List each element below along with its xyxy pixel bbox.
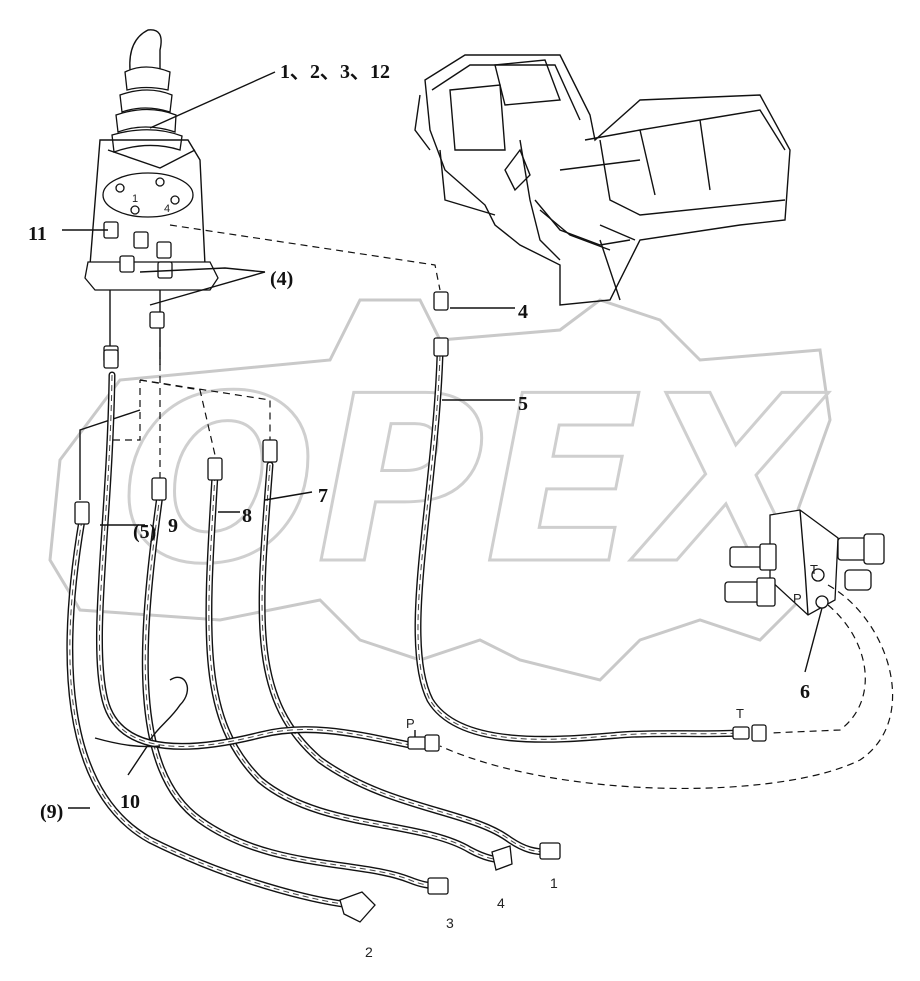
- hose-5: [414, 351, 744, 743]
- callout-11: 11: [28, 223, 47, 245]
- watermark-text: OPEX: [121, 348, 829, 615]
- shuttle-valve-block: T P: [724, 509, 885, 673]
- callout-4-paren: (4): [270, 268, 293, 290]
- callout-8: 8: [242, 505, 252, 527]
- hose-9: [141, 491, 444, 890]
- hose-7: [258, 461, 552, 856]
- hose-9-paren: [66, 516, 354, 909]
- port-1-label: 1: [132, 193, 138, 205]
- excavator-illustration: [414, 54, 791, 306]
- hose-5-paren: [95, 371, 414, 750]
- hose-port-t: T: [736, 706, 744, 721]
- hose-port-p: P: [406, 716, 415, 731]
- callout-9: 9: [168, 515, 178, 537]
- valve-port-p: P: [793, 591, 802, 606]
- hose-clamp: [94, 676, 189, 776]
- hose-end-4: 4: [497, 895, 505, 911]
- callout-1-2-3-12: 1、2、3、12: [280, 61, 390, 83]
- callout-9-paren: (9): [40, 801, 63, 823]
- hose-end-1: 1: [550, 875, 558, 891]
- hose-8: [205, 471, 509, 864]
- callout-5-paren: (5): [133, 521, 156, 543]
- callout-4: 4: [518, 301, 528, 323]
- port-4-label: 4: [164, 203, 170, 215]
- callout-5: 5: [518, 393, 528, 415]
- hose-end-2: 2: [365, 944, 373, 960]
- callout-6: 6: [800, 681, 810, 703]
- callout-7: 7: [318, 485, 328, 507]
- valve-port-t: T: [810, 562, 818, 577]
- callout-10: 10: [120, 791, 140, 813]
- hose-fittings: [74, 291, 767, 923]
- watermark: OPEX: [48, 298, 832, 682]
- hose-end-3: 3: [446, 915, 454, 931]
- base-fittings: [103, 221, 173, 363]
